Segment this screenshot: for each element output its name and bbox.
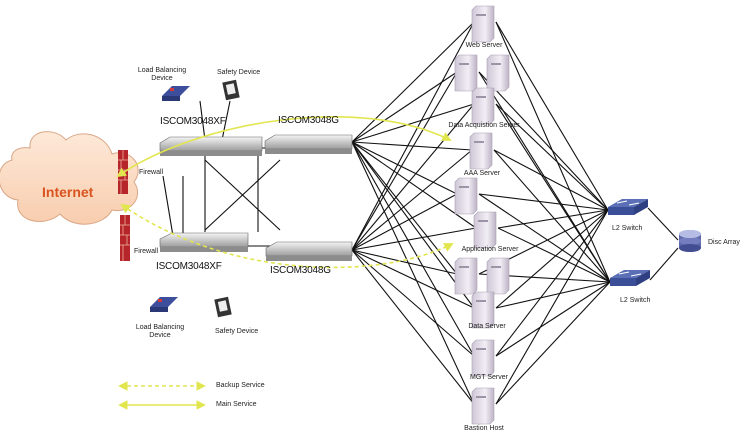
- server-tower: [486, 257, 510, 295]
- server-label-aaa: AAA Server: [463, 170, 501, 177]
- mesh-link: [478, 193, 611, 283]
- server-tower: [473, 211, 497, 249]
- server-label-data-acquisition: Data Acquistion Server: [448, 122, 520, 129]
- server-label-web: Web Server: [465, 42, 503, 49]
- internet-cloud: [0, 131, 139, 225]
- server-tower: [471, 387, 495, 425]
- firewall-bottom: [120, 215, 130, 261]
- server-column: [454, 5, 510, 425]
- server-tower: [454, 54, 478, 92]
- switch-g-top-label: ISCOM3048G: [278, 115, 339, 126]
- main-service-arrow: [116, 116, 452, 178]
- mesh-link: [351, 71, 458, 143]
- mesh-link: [495, 281, 611, 357]
- mesh-link: [351, 249, 475, 405]
- l2-switch-bottom-label: L2 Switch: [620, 297, 651, 304]
- server-tower: [486, 54, 510, 92]
- server-tower: [469, 132, 493, 170]
- mesh-link: [495, 21, 611, 283]
- safety-device-top-label: Safety Device: [217, 69, 261, 76]
- mesh-link: [495, 209, 609, 405]
- disc-array-label: Disc Array: [708, 239, 740, 246]
- l2-switch-top-icon: [608, 199, 648, 215]
- mesh-link: [493, 149, 609, 211]
- mesh-link: [495, 209, 609, 357]
- load-balancer-icon-top: [162, 86, 190, 101]
- mesh-link: [478, 193, 609, 211]
- legend-main-label: Main Service: [216, 401, 257, 408]
- load-balancer-bottom-label: Load Balancing Device: [135, 324, 185, 339]
- server-tower: [454, 257, 478, 295]
- server-tower: [471, 339, 495, 377]
- legend: [118, 381, 206, 410]
- safety-device-icon-top: [222, 79, 240, 101]
- mesh-link: [351, 249, 475, 309]
- safety-device-bottom-label: Safety Device: [215, 328, 259, 335]
- mesh-link: [351, 141, 475, 405]
- mesh-link: [351, 141, 475, 357]
- mesh-link: [351, 21, 475, 143]
- firewall-top-label: Firewall: [139, 169, 164, 176]
- server-tower: [471, 87, 495, 125]
- server-tower: [454, 177, 478, 215]
- mesh-link: [497, 227, 611, 283]
- mesh-link: [495, 281, 611, 405]
- mesh-link: [495, 103, 609, 211]
- storage-links: [647, 207, 679, 281]
- mesh-link: [495, 209, 609, 309]
- mesh-link: [497, 209, 609, 229]
- load-balancer-top-label: Load Balancing Device: [137, 67, 187, 82]
- firewall-bottom-label: Firewall: [134, 248, 159, 255]
- mesh-link: [351, 227, 477, 251]
- switch-xf-bottom-label: ISCOM3048XF: [156, 261, 222, 272]
- load-balancer-icon-bottom: [150, 297, 178, 312]
- server-label-application: Application Server: [461, 246, 519, 253]
- switch-g-bottom-label: ISCOM3048G: [270, 265, 331, 276]
- l2-switch-top-label: L2 Switch: [612, 225, 643, 232]
- disc-array-icon: [679, 230, 701, 252]
- switch-xf-top-label: ISCOM3048XF: [160, 116, 226, 127]
- switch-xf-bottom: [159, 232, 249, 252]
- mesh-link: [351, 249, 475, 357]
- internet-label: Internet: [42, 184, 94, 200]
- server-label-mgt: MGT Server: [470, 374, 508, 381]
- mesh-link: [493, 149, 611, 283]
- mesh-link: [495, 281, 611, 309]
- l2-switch-bottom-icon: [610, 270, 650, 286]
- server-label-bastion: Bastion Host: [464, 425, 504, 432]
- switch-g-bottom: [265, 241, 353, 261]
- legend-backup-label: Backup Service: [216, 382, 265, 389]
- mesh-link: [351, 249, 458, 275]
- mesh-link: [478, 71, 609, 211]
- mesh-link: [351, 193, 458, 251]
- server-tower: [471, 291, 495, 329]
- safety-device-icon-bottom: [214, 296, 232, 318]
- mesh-link: [495, 21, 609, 211]
- server-label-data: Data Server: [468, 323, 506, 330]
- mesh-link: [351, 141, 458, 195]
- server-tower: [471, 5, 495, 43]
- backup-service-arrow: [120, 203, 454, 269]
- mesh-link: [495, 103, 611, 283]
- switch-g-top: [264, 134, 353, 154]
